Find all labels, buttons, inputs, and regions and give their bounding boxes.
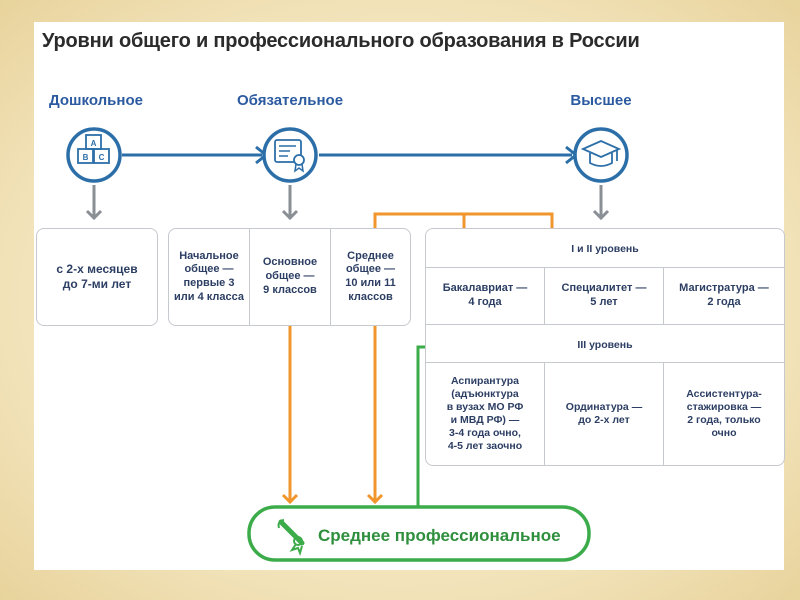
slide: A B C: [34, 22, 785, 570]
basic-general-cell: Основное общее — 9 классов: [262, 256, 318, 296]
divider: [663, 363, 664, 465]
residency-cell: Ординатура — до 2-х лет: [565, 400, 643, 426]
stage-higher: Высшее: [570, 92, 632, 109]
orange-arrows-to-vocational: [281, 310, 384, 505]
divider: [249, 229, 250, 325]
page-title: Уровни общего и профессионального образо…: [42, 30, 640, 52]
general-education-box: Начальное общее — первые 3 или 4 класса …: [168, 228, 411, 326]
divider: [544, 363, 545, 465]
primary-general-cell: Начальное общее — первые 3 или 4 класса: [174, 249, 244, 303]
preschool-age-text: с 2-х месяцев до 7-ми лет: [56, 262, 138, 291]
higher-education-box: I и II уровень Бакалавриат — 4 года Спец…: [425, 228, 785, 466]
bachelor-cell: Бакалавриат — 4 года: [442, 282, 528, 308]
master-cell: Магистратура — 2 года: [679, 282, 769, 308]
band-level-3: III уровень: [577, 339, 633, 351]
divider: [330, 229, 331, 325]
divider: [426, 324, 784, 325]
stage-compulsory: Обязательное: [236, 92, 344, 109]
vocational-pill: [247, 505, 591, 562]
secondary-general-cell: Среднее общее — 10 или 11 классов: [345, 249, 396, 303]
svg-text:C: C: [99, 153, 105, 162]
band-levels-1-2: I и II уровень: [571, 243, 639, 255]
divider: [544, 268, 545, 324]
divider: [426, 267, 784, 268]
divider: [426, 362, 784, 363]
preschool-box: с 2-х месяцев до 7-ми лет: [36, 228, 158, 326]
diploma-scroll-icon: [277, 519, 305, 557]
divider: [663, 268, 664, 324]
assistantship-cell: Ассистентура- стажировка — 2 года, тольк…: [686, 387, 762, 440]
stage-preschool: Дошкольное: [49, 92, 143, 109]
postgraduate-cell: Аспирантура (адъюнктура в вузах МО РФ и …: [446, 374, 524, 453]
svg-text:B: B: [83, 153, 89, 162]
graduation-cap-icon: [573, 127, 629, 183]
abc-blocks-icon: A B C: [66, 127, 122, 183]
vocational-label: Среднее профессиональное: [318, 526, 561, 545]
specialist-cell: Специалитет — 5 лет: [561, 282, 647, 308]
gray-down-arrows: [85, 185, 610, 221]
svg-text:A: A: [91, 139, 97, 148]
certificate-icon: [262, 127, 318, 183]
